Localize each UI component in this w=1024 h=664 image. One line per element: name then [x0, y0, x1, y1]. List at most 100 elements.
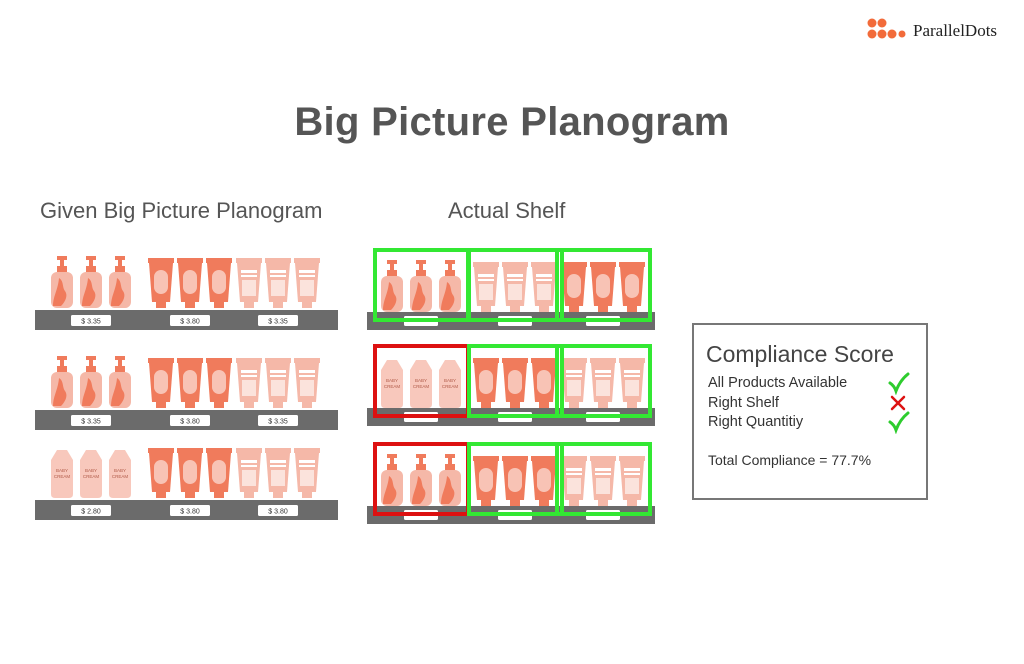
tube-light-product [265, 358, 291, 408]
check-icon [888, 411, 910, 434]
page-title: Big Picture Planogram [294, 100, 730, 144]
tube-light-product [590, 358, 616, 408]
tube-solid-product [561, 262, 587, 312]
price-tag-label: $ 3.80 [268, 509, 288, 516]
tube-light-product [236, 358, 262, 408]
actual-shelf-row [367, 248, 655, 330]
baby-cream-label: CREAM [384, 384, 401, 389]
tube-light-product [561, 358, 587, 408]
price-tag-label: $ 3.80 [180, 319, 200, 326]
price-tag [170, 415, 210, 426]
tube-light-product [294, 258, 320, 308]
total-compliance: Total Compliance = 77.7% [708, 452, 872, 468]
tube-solid-product [502, 456, 528, 506]
price-tag-label: $ 3.35 [268, 419, 288, 426]
criterion-label: All Products Available [708, 375, 848, 391]
baby-cream-label: BABY [444, 378, 456, 383]
criterion-label: Right Quantitiy [708, 414, 804, 430]
tube-light-product [502, 262, 528, 312]
cross-icon [890, 395, 906, 411]
tube-light-product [619, 456, 645, 506]
pump-bottle-product [80, 356, 102, 408]
tube-light-product [294, 448, 320, 498]
baby-cream-label: CREAM [442, 384, 459, 389]
compliant-group-box [555, 344, 652, 418]
pump-bottle-product [381, 260, 403, 312]
tube-light-product [590, 456, 616, 506]
check-icon [888, 372, 910, 395]
tube-solid-product [206, 448, 232, 498]
price-tag [170, 505, 210, 516]
actual-shelf-row [367, 442, 655, 524]
baby-cream-label: CREAM [54, 474, 71, 479]
price-tag [258, 315, 298, 326]
price-tag [258, 415, 298, 426]
compliance-score-title: Compliance Score [706, 341, 894, 367]
given-planogram-title: Given Big Picture Planogram [40, 198, 323, 223]
given-planogram-shelf: $ 3.35$ 3.80$ 3.35$ 3.35$ 3.80$ 3.35BABY… [35, 256, 338, 520]
pump-bottle-product [410, 260, 432, 312]
baby-cream-label: BABY [415, 378, 427, 383]
baby-cream-label: BABY [56, 468, 68, 473]
tube-solid-product [473, 358, 499, 408]
price-tag [170, 315, 210, 326]
compliance-score-panel: Compliance Score All Products Available … [692, 323, 928, 500]
price-tag-label: $ 3.80 [180, 509, 200, 516]
pump-bottle-product [439, 260, 461, 312]
price-tag-label: $ 3.35 [268, 319, 288, 326]
pump-bottle-product [51, 256, 73, 308]
baby-cream-label: CREAM [413, 384, 430, 389]
price-tag [258, 505, 298, 516]
given-shelf-row: $ 3.35$ 3.80$ 3.35 [35, 356, 338, 430]
paralleldots-logo-icon [867, 18, 906, 39]
pump-bottle-product [109, 256, 131, 308]
baby-cream-label: CREAM [112, 474, 129, 479]
logo-text: ParallelDots [913, 21, 998, 40]
price-tag-label: $ 2.80 [81, 509, 101, 516]
tube-light-product [236, 448, 262, 498]
pump-bottle-product [51, 356, 73, 408]
price-tag-label: $ 3.35 [81, 319, 101, 326]
tube-light-product [265, 258, 291, 308]
tube-solid-product [148, 358, 174, 408]
tube-solid-product [177, 258, 203, 308]
pump-bottle-product [80, 256, 102, 308]
tube-light-product [294, 358, 320, 408]
tube-light-product [619, 358, 645, 408]
paralleldots-logo: ParallelDots [866, 18, 1006, 44]
tube-solid-product [177, 358, 203, 408]
tube-light-product [561, 456, 587, 506]
criterion-all-products-available: All Products Available [708, 372, 918, 395]
criterion-label: Right Shelf [708, 395, 779, 411]
baby-cream-label: BABY [85, 468, 97, 473]
tube-light-product [236, 258, 262, 308]
tube-solid-product [531, 456, 557, 506]
pump-bottle-product [439, 454, 461, 506]
tube-solid-product [531, 358, 557, 408]
tube-solid-product [206, 258, 232, 308]
price-tag-label: $ 3.35 [81, 419, 101, 426]
tube-solid-product [590, 262, 616, 312]
tube-solid-product [206, 358, 232, 408]
tube-solid-product [502, 358, 528, 408]
baby-cream-label: CREAM [83, 474, 100, 479]
tube-solid-product [177, 448, 203, 498]
criterion-right-shelf: Right Shelf [708, 395, 918, 415]
pump-bottle-product [109, 356, 131, 408]
price-tag [71, 415, 111, 426]
criterion-right-quantity: Right Quantitiy [708, 411, 918, 434]
price-tag [71, 505, 111, 516]
tube-solid-product [148, 448, 174, 498]
tube-solid-product [148, 258, 174, 308]
tube-light-product [473, 262, 499, 312]
pump-bottle-product [381, 454, 403, 506]
compliant-group-box [467, 442, 564, 516]
